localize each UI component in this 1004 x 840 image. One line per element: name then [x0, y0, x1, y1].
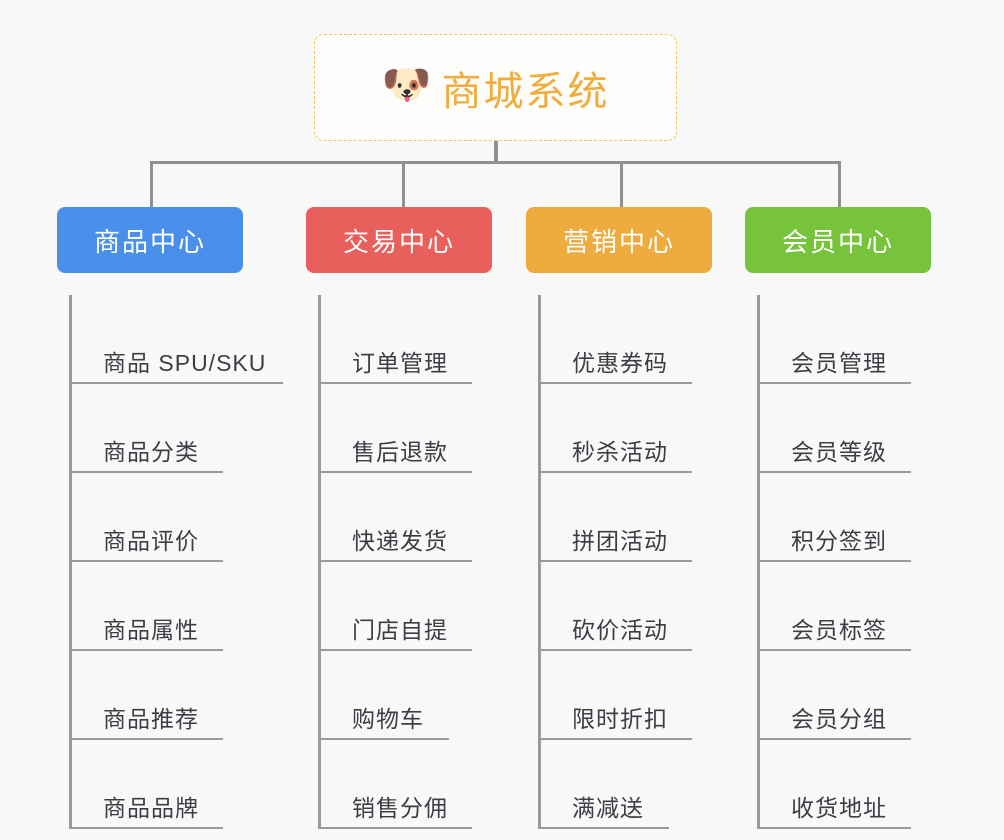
leaf-item[interactable]: 满减送 — [538, 740, 669, 829]
leaf-item[interactable]: 购物车 — [318, 651, 449, 740]
leaf-item-label: 商品评价 — [103, 528, 199, 554]
leaf-item[interactable]: 售后退款 — [318, 384, 472, 473]
leaf-item[interactable]: 收货地址 — [757, 740, 911, 829]
leaf-item[interactable]: 商品评价 — [69, 473, 223, 562]
leaf-item-label: 商品推荐 — [103, 706, 199, 732]
leaf-item[interactable]: 拼团活动 — [538, 473, 692, 562]
leaf-item[interactable]: 会员管理 — [757, 295, 911, 384]
connector-drop-3 — [620, 161, 623, 207]
category-column-4: 会员中心会员管理会员等级积分签到会员标签会员分组收货地址 — [745, 207, 931, 829]
leaf-item-label: 优惠券码 — [572, 350, 668, 376]
leaf-trunk-line — [69, 295, 72, 829]
leaf-item[interactable]: 订单管理 — [318, 295, 472, 384]
leaf-item-label: 销售分佣 — [352, 795, 448, 821]
category-label: 营销中心 — [562, 226, 675, 257]
leaf-list: 优惠券码秒杀活动拼团活动砍价活动限时折扣满减送 — [526, 273, 712, 829]
dog-face-icon: 🐶 — [381, 62, 432, 107]
leaf-item-label: 拼团活动 — [572, 528, 668, 554]
connector-drop-2 — [402, 161, 405, 207]
leaf-item[interactable]: 会员标签 — [757, 562, 911, 651]
leaf-item[interactable]: 优惠券码 — [538, 295, 692, 384]
category-column-3: 营销中心优惠券码秒杀活动拼团活动砍价活动限时折扣满减送 — [526, 207, 712, 829]
connector-drop-1 — [150, 161, 153, 207]
leaf-item[interactable]: 砍价活动 — [538, 562, 692, 651]
leaf-item[interactable]: 积分签到 — [757, 473, 911, 562]
leaf-item-label: 限时折扣 — [572, 706, 668, 732]
leaf-item[interactable]: 快递发货 — [318, 473, 472, 562]
leaf-list: 商品 SPU/SKU 商品分类商品评价商品属性商品推荐商品品牌 — [57, 273, 283, 829]
leaf-item-label: 会员分组 — [791, 706, 887, 732]
leaf-item[interactable]: 会员等级 — [757, 384, 911, 473]
category-box[interactable]: 营销中心 — [526, 207, 712, 273]
root-title: 商城系统 — [441, 69, 610, 114]
leaf-item-label: 购物车 — [352, 706, 424, 732]
leaf-item-label: 满减送 — [572, 795, 644, 821]
leaf-item-label: 商品 SPU/SKU — [103, 350, 267, 376]
leaf-item[interactable]: 商品属性 — [69, 562, 223, 651]
category-label: 交易中心 — [342, 226, 455, 257]
leaf-item-label: 秒杀活动 — [572, 439, 668, 465]
category-label: 商品中心 — [93, 226, 206, 257]
leaf-item[interactable]: 商品分类 — [69, 384, 223, 473]
leaf-item-label: 商品属性 — [103, 617, 199, 643]
leaf-item-label: 会员标签 — [791, 617, 887, 643]
leaf-item[interactable]: 会员分组 — [757, 651, 911, 740]
leaf-trunk-line — [318, 295, 321, 829]
connector-horizontal-bus — [150, 161, 840, 164]
leaf-item-label: 商品品牌 — [103, 795, 199, 821]
leaf-item-label: 积分签到 — [791, 528, 887, 554]
connector-root-stem — [494, 141, 498, 164]
leaf-item-label: 订单管理 — [352, 350, 448, 376]
leaf-list: 会员管理会员等级积分签到会员标签会员分组收货地址 — [745, 273, 931, 829]
leaf-item[interactable]: 秒杀活动 — [538, 384, 692, 473]
leaf-list: 订单管理售后退款快递发货门店自提购物车销售分佣 — [306, 273, 492, 829]
leaf-item-label: 会员等级 — [791, 439, 887, 465]
category-column-2: 交易中心订单管理售后退款快递发货门店自提购物车销售分佣 — [306, 207, 492, 829]
leaf-item[interactable]: 商品推荐 — [69, 651, 223, 740]
leaf-item-label: 售后退款 — [352, 439, 448, 465]
leaf-item-label: 快递发货 — [352, 528, 448, 554]
category-column-1: 商品中心商品 SPU/SKU 商品分类商品评价商品属性商品推荐商品品牌 — [57, 207, 283, 829]
category-box[interactable]: 会员中心 — [745, 207, 931, 273]
leaf-item[interactable]: 限时折扣 — [538, 651, 692, 740]
leaf-item[interactable]: 商品 SPU/SKU — [69, 295, 283, 384]
leaf-item[interactable]: 门店自提 — [318, 562, 472, 651]
leaf-item-label: 会员管理 — [791, 350, 887, 376]
leaf-item[interactable]: 销售分佣 — [318, 740, 472, 829]
leaf-item[interactable]: 商品品牌 — [69, 740, 223, 829]
leaf-item-label: 砍价活动 — [572, 617, 668, 643]
leaf-trunk-line — [538, 295, 541, 829]
root-node[interactable]: 🐶 商城系统 — [314, 34, 677, 141]
category-box[interactable]: 交易中心 — [306, 207, 492, 273]
leaf-trunk-line — [757, 295, 760, 829]
leaf-item-label: 收货地址 — [791, 795, 887, 821]
category-box[interactable]: 商品中心 — [57, 207, 243, 273]
connector-drop-4 — [838, 161, 841, 207]
leaf-item-label: 门店自提 — [352, 617, 448, 643]
category-label: 会员中心 — [781, 226, 894, 257]
leaf-item-label: 商品分类 — [103, 439, 199, 465]
